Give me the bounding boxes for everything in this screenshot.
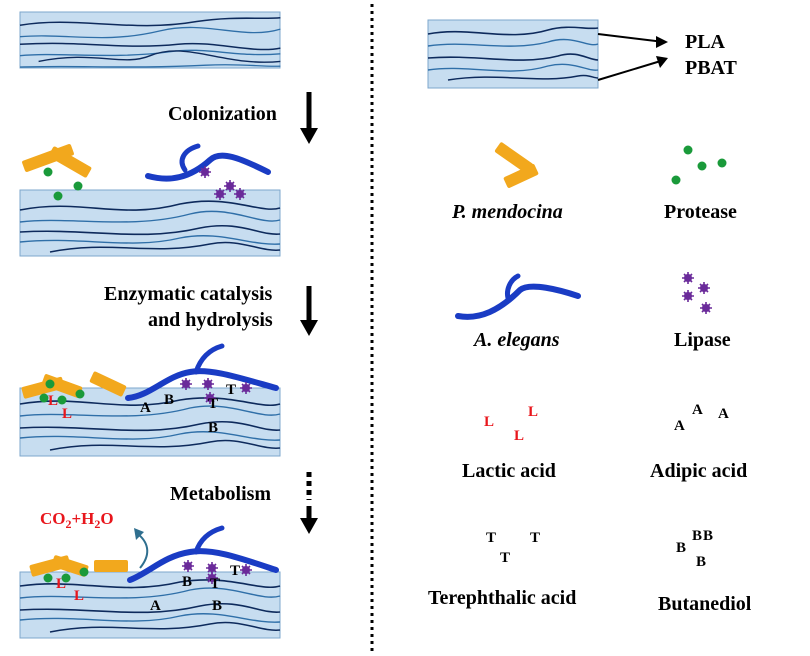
marker-lactic: L <box>74 588 84 604</box>
protease-dot <box>61 573 71 583</box>
marker-adipic: A <box>150 598 161 614</box>
legend-terephthalic-acid: Terephthalic acid <box>428 587 576 609</box>
marker-butanediol: B <box>703 528 713 544</box>
marker-butanediol: B <box>676 540 686 556</box>
protease-dot <box>73 181 83 191</box>
marker-butanediol: B <box>164 392 174 408</box>
marker-butanediol: B <box>182 574 192 590</box>
protease-dot <box>45 379 55 389</box>
protease-dot <box>43 167 53 177</box>
film-panel-metabolism <box>19 571 281 639</box>
marker-terephthalic: T <box>208 396 218 412</box>
protease-dot <box>79 567 89 577</box>
legend-lactic-acid: Lactic acid <box>462 460 556 482</box>
down-arrow-colonization <box>300 92 318 144</box>
protease-dot <box>43 573 53 583</box>
marker-adipic: A <box>718 406 729 422</box>
release-arrow <box>137 533 149 569</box>
marker-butanediol: B <box>696 554 706 570</box>
fungus-icon <box>127 525 279 583</box>
marker-terephthalic: T <box>226 382 236 398</box>
legend-p-mendocina: P. mendocina <box>451 201 563 223</box>
protease-dot <box>75 389 85 399</box>
release-arrowhead <box>134 528 144 540</box>
down-arrow-enzymatic <box>300 286 318 336</box>
marker-terephthalic: T <box>500 550 510 566</box>
marker-adipic: A <box>140 400 151 416</box>
legend-protease: Protease <box>664 201 737 223</box>
legend-pbat: PBAT <box>685 57 738 79</box>
marker-adipic: A <box>692 402 703 418</box>
marker-lactic: L <box>514 428 524 444</box>
product-co2-h2o: CO2+H2O <box>40 509 114 531</box>
marker-butanediol: B <box>212 598 222 614</box>
step-colonization: Colonization <box>168 103 277 125</box>
marker-lactic: L <box>56 576 66 592</box>
legend-adipic-acid: Adipic acid <box>650 460 747 482</box>
step-enzymatic-line2: and hydrolysis <box>148 309 273 331</box>
film-panel-colonization <box>19 189 281 257</box>
down-arrow-metabolism <box>300 472 318 534</box>
marker-terephthalic: T <box>230 563 240 579</box>
bacteria-icon <box>22 144 92 178</box>
marker-butanediol: B <box>208 420 218 436</box>
bacteria-icon <box>29 555 128 577</box>
step-enzymatic-line1: Enzymatic catalysis <box>104 283 273 305</box>
legend-arrows <box>597 33 668 81</box>
bacteria-icon <box>494 142 539 188</box>
protease-dot <box>39 393 49 403</box>
legend-film <box>427 19 599 89</box>
marker-butanediol: B <box>692 528 702 544</box>
film-panel-intact <box>19 11 282 69</box>
marker-terephthalic: T <box>486 530 496 546</box>
protease-dot <box>57 395 67 405</box>
legend-pla: PLA <box>685 31 726 53</box>
legend-a-elegans: A. elegans <box>472 329 560 351</box>
protease-icon <box>671 145 727 185</box>
protease-dot <box>53 191 63 201</box>
marker-lactic: L <box>528 404 538 420</box>
fungus-icon <box>125 343 279 401</box>
marker-terephthalic: T <box>210 576 220 592</box>
legend-lipase: Lipase <box>674 329 731 351</box>
marker-lactic: L <box>62 406 72 422</box>
marker-terephthalic: T <box>530 530 540 546</box>
marker-adipic: A <box>674 418 685 434</box>
fungus-icon <box>145 143 271 182</box>
marker-lactic: L <box>484 414 494 430</box>
marker-lactic: L <box>48 393 58 409</box>
lipase-icon <box>681 271 713 315</box>
legend-butanediol: Butanediol <box>658 593 752 615</box>
step-metabolism: Metabolism <box>170 483 271 505</box>
fungus-icon <box>455 273 581 320</box>
